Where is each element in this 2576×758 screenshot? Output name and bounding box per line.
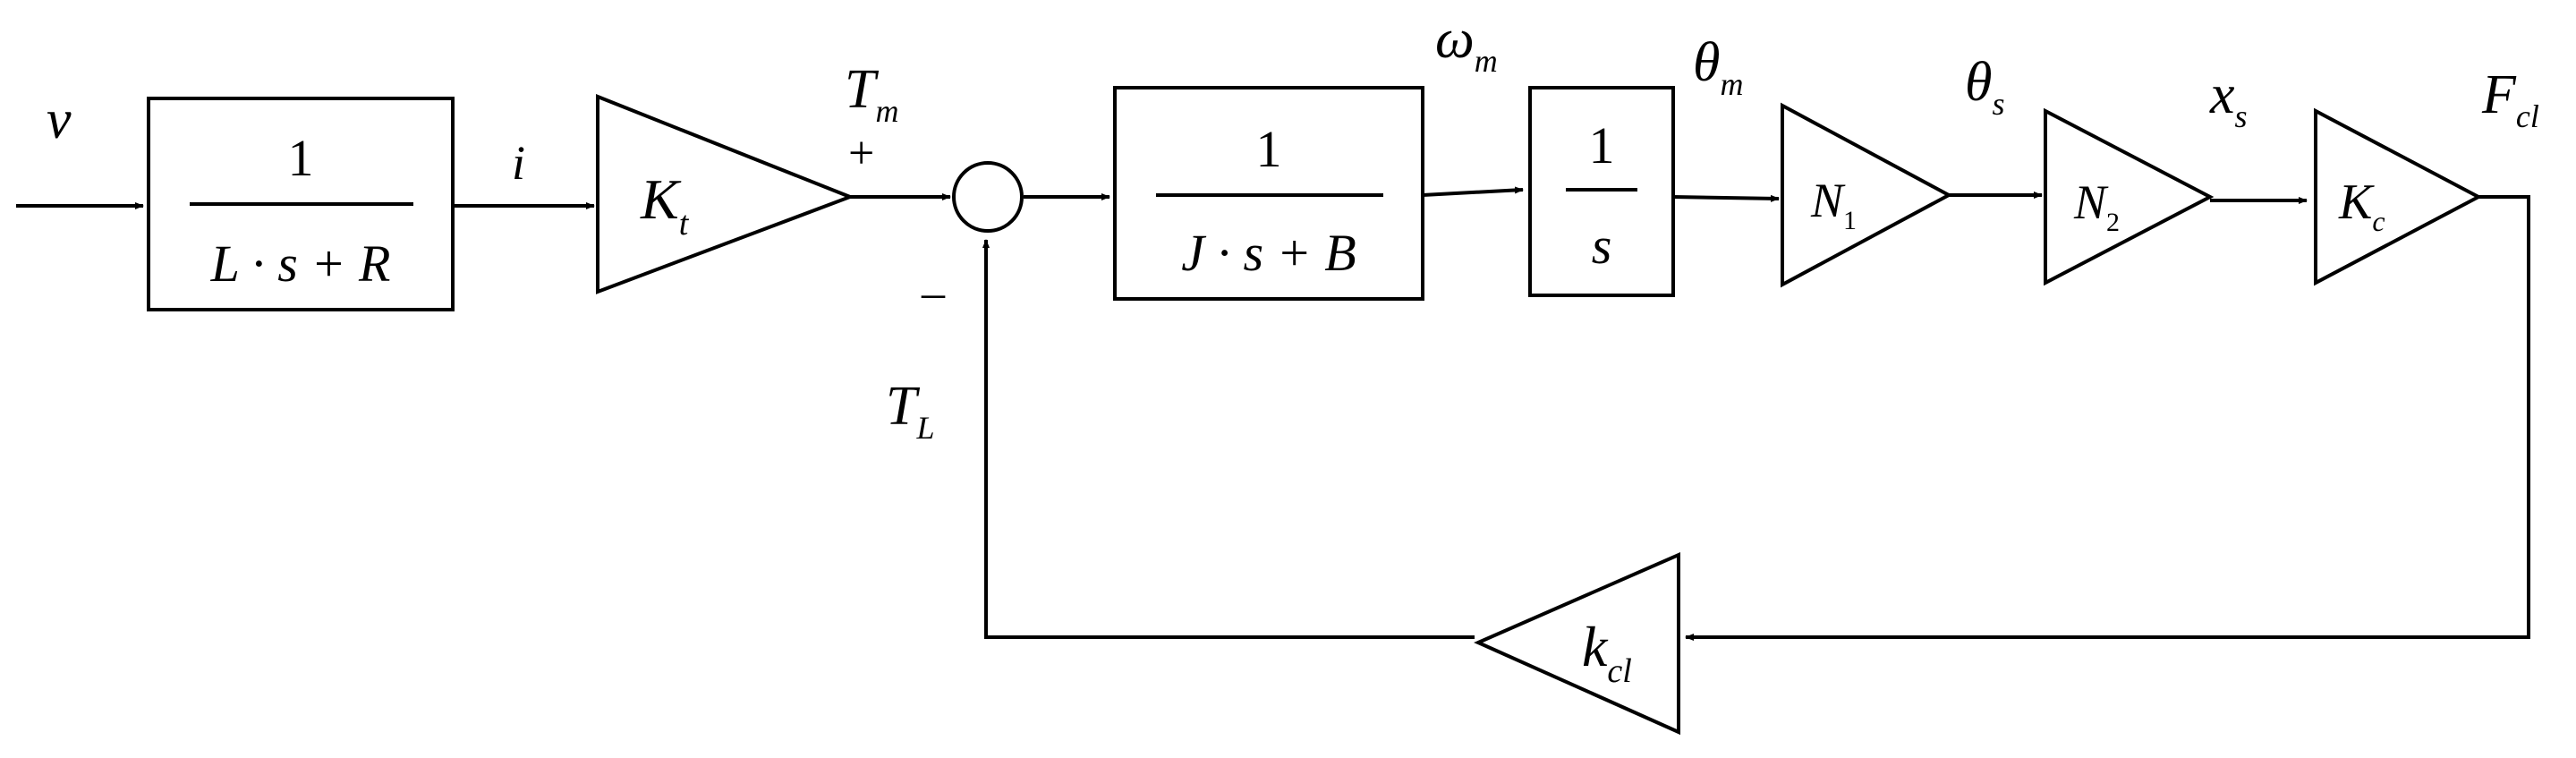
n2-gain-label: N2 (2073, 175, 2120, 237)
fcl-label: Fcl (2481, 64, 2539, 134)
integrator-block: 1 s (1528, 86, 1675, 297)
kc-gain: Kc (2314, 107, 2483, 286)
tl-label: TL (886, 376, 935, 446)
kt-gain: Kt (596, 94, 855, 294)
tl-feedback-path (982, 239, 1475, 639)
mechanical-denominator: J · s + B (1181, 224, 1356, 282)
input-label: v (47, 89, 72, 150)
electrical-block: 1 L · s + R (147, 97, 455, 311)
electrical-denominator: L · s + R (210, 234, 391, 293)
n2-gain: N2 (2044, 107, 2215, 286)
junction-minus: – (921, 268, 946, 319)
signal-lines (16, 186, 2530, 641)
tm-label: Tm (845, 59, 898, 129)
theta-s-label: θs (1965, 52, 2004, 122)
integrator-denominator: s (1592, 217, 1612, 275)
integrator-numerator: 1 (1589, 116, 1615, 175)
kcl-gain-label: kcl (1582, 615, 1632, 690)
theta-m-label: θm (1693, 32, 1743, 102)
n1-gain-label: N1 (1810, 174, 1857, 235)
theta-m-arrow (1672, 194, 1780, 202)
summing-junction (952, 161, 1024, 233)
feedback-path (1685, 195, 2530, 641)
junction-plus: + (848, 128, 874, 179)
kcl-gain: kcl (1474, 551, 1680, 736)
kt-gain-label: Kt (640, 167, 690, 243)
xs-label: xs (2209, 64, 2248, 134)
mechanical-numerator: 1 (1256, 120, 1282, 178)
electrical-numerator: 1 (288, 129, 314, 187)
current-label: i (512, 136, 525, 190)
omega-arrow (1422, 186, 1524, 197)
mechanical-block: 1 J · s + B (1113, 86, 1424, 301)
kc-gain-label: Kc (2338, 175, 2385, 237)
omega-label: ωm (1435, 9, 1498, 79)
n1-gain: N1 (1781, 102, 1953, 288)
